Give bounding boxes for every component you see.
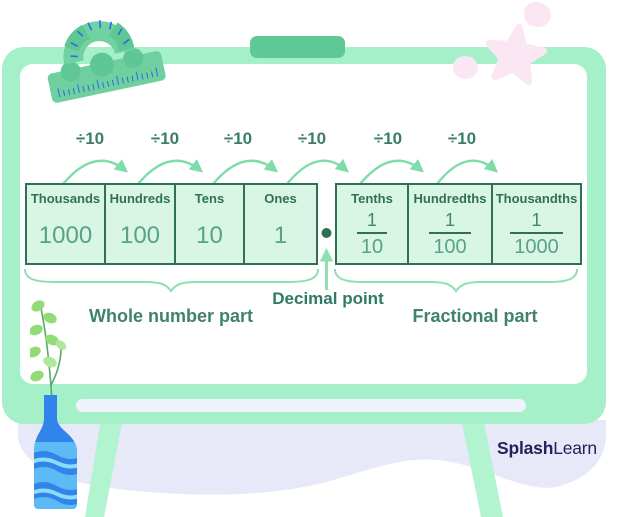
star-icon xyxy=(485,23,548,86)
column-value: 1000 xyxy=(38,222,93,249)
plant-bottle-illustration xyxy=(30,300,77,509)
marker-tray xyxy=(76,399,526,412)
fraction-numerator: 1 xyxy=(510,210,563,234)
plant-leaves xyxy=(30,300,67,382)
column-thousandths: Thousandths 1 1000 xyxy=(493,185,580,263)
column-header: Hundreds xyxy=(109,191,171,206)
fraction-value: 1 10 xyxy=(356,210,388,259)
divide-by-ten-label: ÷10 xyxy=(447,129,477,148)
fraction-numerator: 1 xyxy=(356,210,388,234)
place-value-table-fractional: Tenths 1 10 Hundredths 1 100 Thousandths… xyxy=(335,183,582,265)
divide-by-ten-label: ÷10 xyxy=(373,129,403,148)
column-thousands: Thousands 1000 xyxy=(27,185,106,263)
column-hundredths: Hundredths 1 100 xyxy=(409,185,493,263)
protractor-icon xyxy=(47,20,166,103)
column-header: Thousandths xyxy=(495,191,578,206)
brace-whole-part xyxy=(24,268,319,293)
plant-stems xyxy=(40,307,62,401)
logo-regular-part: Learn xyxy=(553,438,597,458)
column-header: Tens xyxy=(194,191,225,206)
divide-by-ten-label: ÷10 xyxy=(150,129,180,148)
divide-by-ten-label: ÷10 xyxy=(297,129,327,148)
decimal-point-dot xyxy=(321,228,332,238)
fraction-numerator: 1 xyxy=(429,210,471,234)
column-tenths: Tenths 1 10 xyxy=(337,185,409,263)
label-decimal-point: Decimal point xyxy=(272,289,384,308)
fraction-value: 1 100 xyxy=(429,210,471,259)
place-value-table-whole: Thousands 1000 Hundreds 100 Tens 10 Ones… xyxy=(25,183,318,265)
section-braces xyxy=(24,268,578,293)
column-header: Ones xyxy=(264,191,297,206)
pink-blob-icon xyxy=(524,2,551,27)
fraction-denominator: 100 xyxy=(433,235,467,258)
column-hundreds: Hundreds 100 xyxy=(106,185,176,263)
fraction-denominator: 10 xyxy=(360,235,384,258)
brace-fractional-part xyxy=(334,268,578,293)
column-header: Thousands xyxy=(30,191,101,206)
divide-by-ten-label: ÷10 xyxy=(75,129,105,148)
column-tens: Tens 10 xyxy=(176,185,245,263)
fraction-denominator: 1000 xyxy=(514,235,559,258)
pink-dot-icon xyxy=(453,56,478,79)
label-fractional-part: Fractional part xyxy=(412,306,538,326)
easel-leg-left xyxy=(85,418,123,517)
column-value: 100 xyxy=(119,222,161,249)
bottle xyxy=(34,395,77,509)
divide-by-ten-label: ÷10 xyxy=(223,129,253,148)
column-ones: Ones 1 xyxy=(245,185,316,263)
logo-bold-part: Splash xyxy=(497,438,554,458)
marker-icon xyxy=(250,36,345,58)
label-whole-number-part: Whole number part xyxy=(88,306,253,326)
column-value: 1 xyxy=(273,222,288,249)
easel-leg-right xyxy=(461,418,503,517)
column-header: Hundredths xyxy=(413,191,487,206)
divide-arrow-arcs xyxy=(62,158,499,185)
splashlearn-logo: SplashLearn xyxy=(497,438,597,459)
fraction-value: 1 1000 xyxy=(510,210,563,259)
column-value: 10 xyxy=(196,222,223,249)
column-header: Tenths xyxy=(351,191,393,206)
